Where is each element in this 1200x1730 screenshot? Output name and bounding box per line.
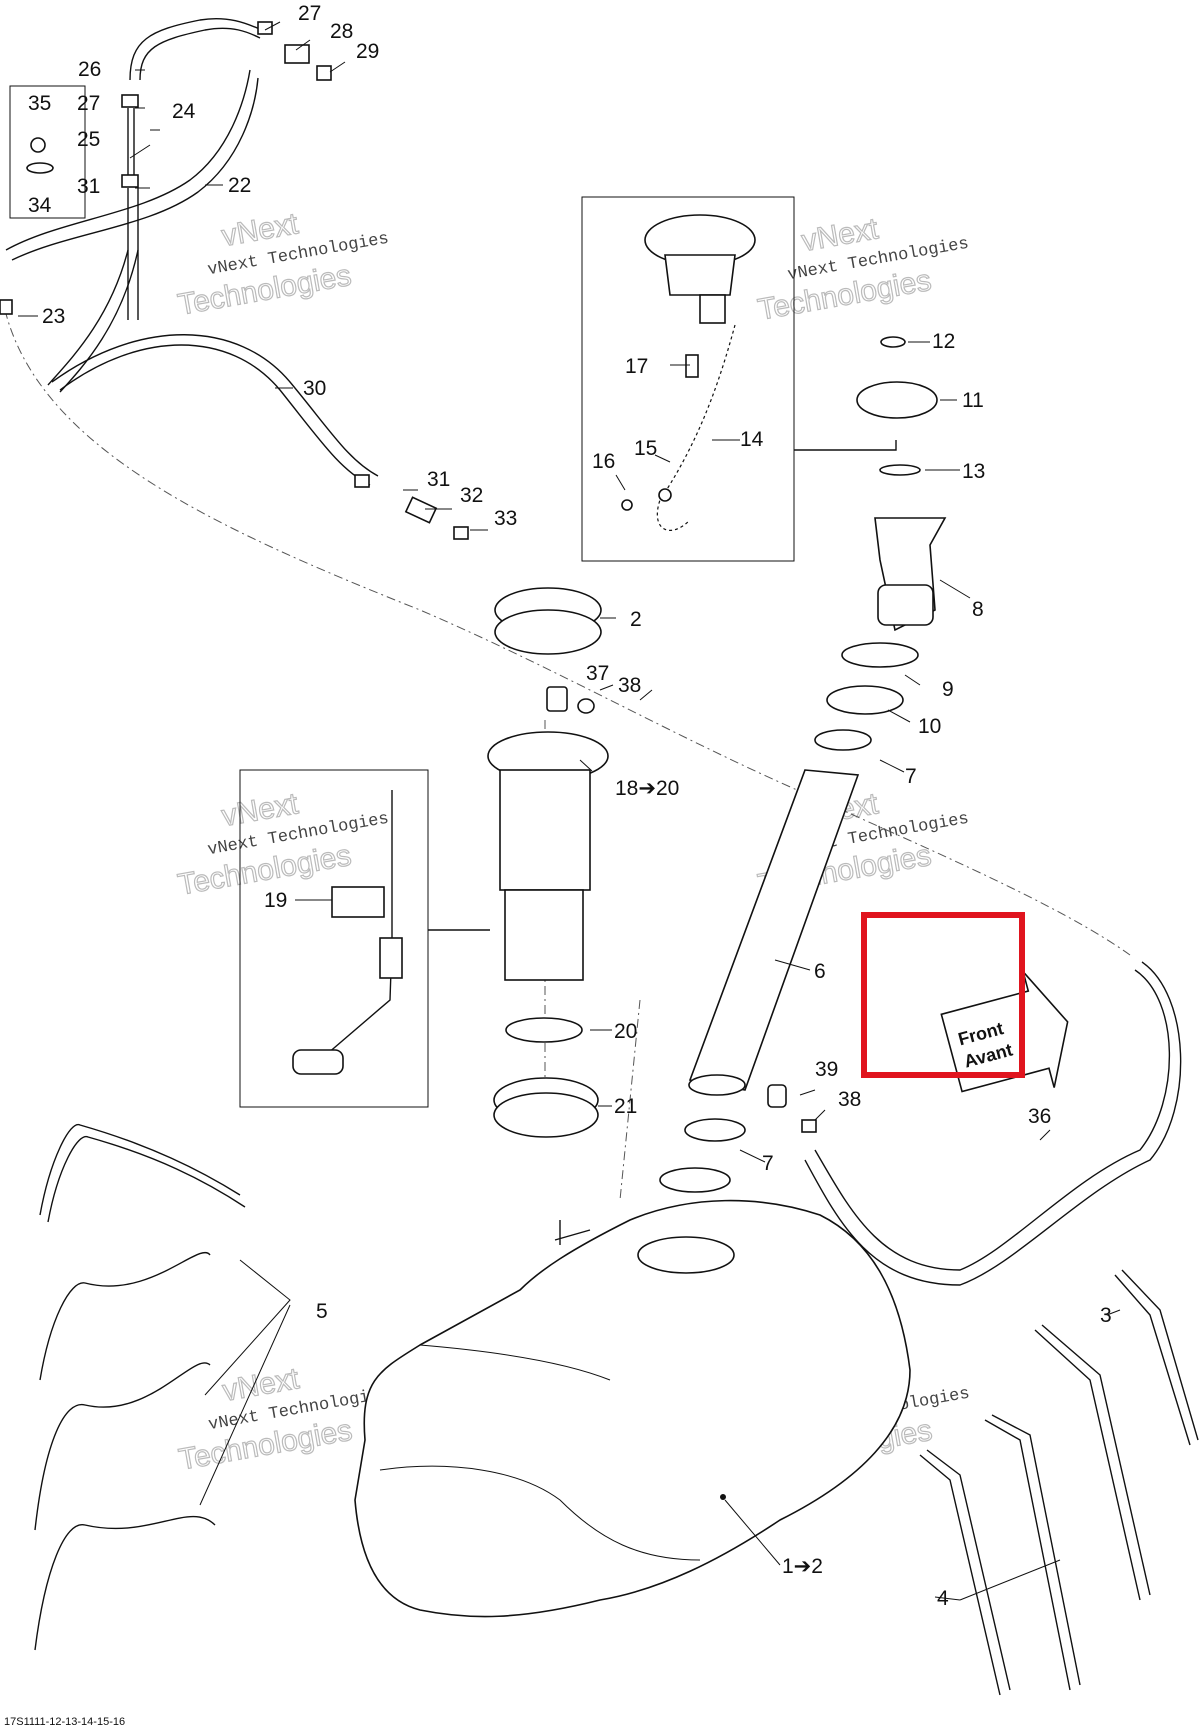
callout: 23 — [42, 305, 65, 328]
callout: 27 — [298, 2, 321, 25]
callout: 38 — [838, 1088, 861, 1111]
inset-frame-sender — [239, 769, 429, 1108]
callout: 29 — [356, 40, 379, 63]
callout: 36 — [1028, 1105, 1051, 1128]
straps-3-4 — [919, 1269, 1199, 1696]
callout: 35 — [28, 92, 51, 115]
callout: 28 — [330, 20, 353, 43]
callout: 13 — [962, 460, 985, 483]
cap-29 — [316, 65, 332, 81]
connector-27-top — [257, 21, 273, 35]
callout: 17 — [625, 355, 648, 378]
callout: 26 — [78, 58, 101, 81]
cap-chain-inset — [581, 196, 897, 562]
callout: 10 — [918, 715, 941, 738]
watermark-1: Technologies vNext Technologies vNext — [175, 207, 390, 323]
straps-5 — [34, 1124, 291, 1651]
callout: 15 — [634, 437, 657, 460]
highlight-box — [861, 912, 1025, 1078]
callout: 18➔20 — [615, 777, 679, 800]
front-avant-sign: Front Avant — [940, 971, 1069, 1093]
vent-hose-assembly — [0, 17, 469, 540]
valve-32 — [404, 496, 438, 524]
callout: 31 — [77, 175, 100, 198]
filler-neck-stack — [684, 336, 947, 1142]
inset-frame-cap — [581, 196, 795, 562]
callout: 7 — [905, 765, 917, 788]
connector-23 — [0, 299, 13, 315]
clamp-38-lower — [801, 1119, 817, 1133]
callout: 31 — [427, 468, 450, 491]
fuel-pump-module — [487, 587, 609, 1138]
callout: 24 — [172, 100, 196, 123]
callout: 19 — [264, 889, 287, 912]
callout: 14 — [740, 428, 764, 451]
callout: 6 — [814, 960, 826, 983]
drawing-code: 17S1111-12-13-14-15-16 — [4, 1716, 126, 1728]
callout: 25 — [77, 128, 100, 151]
callout: 4 — [937, 1587, 949, 1610]
callout: 32 — [460, 484, 483, 507]
watermark-3: Technologies vNext Technologies vNext — [175, 787, 390, 903]
callout: 30 — [303, 377, 326, 400]
clamp-27 — [121, 94, 139, 108]
valve-28 — [284, 44, 310, 64]
callout: 7 — [762, 1152, 774, 1175]
callout: 27 — [77, 92, 100, 115]
callout: 3 — [1100, 1304, 1112, 1327]
callout: 22 — [228, 174, 251, 197]
clamp-31-lower — [354, 474, 370, 488]
watermark-2: Technologies vNext Technologies vNext — [755, 212, 970, 328]
callout: 39 — [815, 1058, 838, 1081]
callout: 34 — [28, 194, 52, 217]
callout: 11 — [962, 389, 984, 412]
callout-labels: 27 28 29 26 27 24 35 25 34 31 22 23 30 3… — [28, 2, 1112, 1610]
callout: 38 — [618, 674, 641, 697]
elbow-39 — [767, 1084, 787, 1108]
callout: 2 — [630, 608, 642, 631]
connector-33 — [453, 526, 469, 540]
callout: 5 — [316, 1300, 328, 1323]
sender-inset — [239, 769, 490, 1108]
callout: 20 — [614, 1020, 637, 1043]
callout: 1➔2 — [782, 1555, 823, 1578]
callout: 37 — [586, 662, 609, 685]
callout: 8 — [972, 598, 984, 621]
callout: 9 — [942, 678, 954, 701]
callout: 21 — [614, 1095, 637, 1118]
leader-lines — [18, 21, 1121, 1601]
callout: 12 — [932, 330, 955, 353]
fuel-tank — [354, 1167, 911, 1618]
inset-35-34 — [9, 85, 86, 219]
callout: 16 — [592, 450, 615, 473]
callout: 33 — [494, 507, 517, 530]
clamp-31-upper — [121, 174, 139, 188]
